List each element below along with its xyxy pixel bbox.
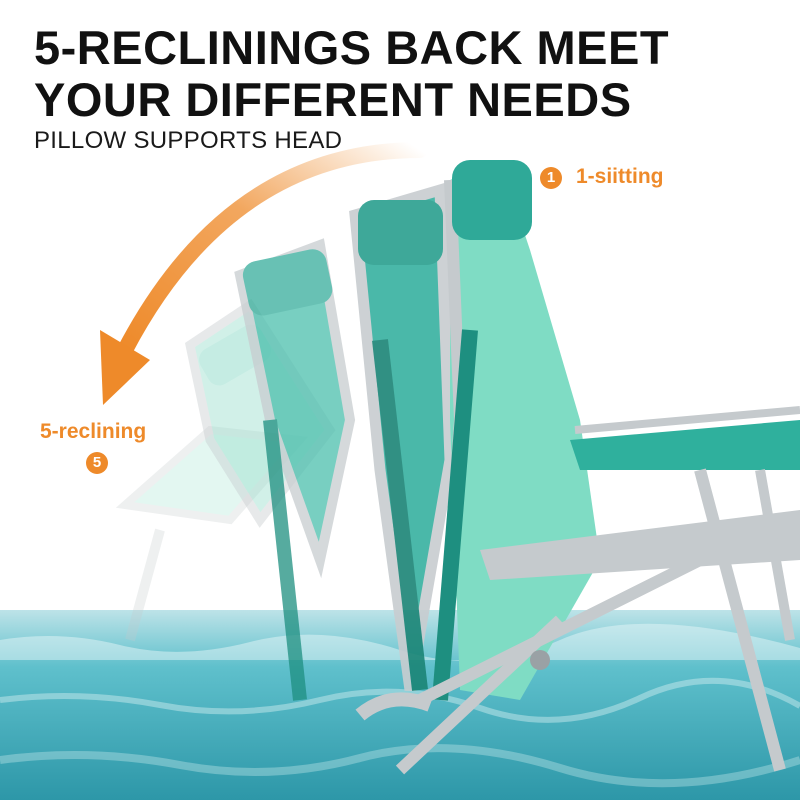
chair-position-1 bbox=[355, 160, 800, 775]
position-1-label: 1-siitting bbox=[576, 165, 664, 188]
headline-line-1: 5-RECLININGS BACK MEET bbox=[34, 21, 670, 74]
chair-position-3 bbox=[234, 238, 356, 701]
curved-arrow-icon bbox=[100, 142, 428, 405]
position-1-badge: 1 bbox=[540, 167, 562, 189]
chair-position-2 bbox=[349, 182, 456, 691]
position-5-badge: 5 bbox=[86, 452, 108, 474]
headline: 5-RECLININGS BACK MEET YOUR DIFFERENT NE… bbox=[34, 22, 669, 126]
position-5-label: 5-reclining bbox=[40, 420, 147, 443]
subtitle: PILLOW SUPPORTS HEAD bbox=[34, 127, 343, 154]
headline-line-2: YOUR DIFFERENT NEEDS bbox=[34, 73, 632, 126]
